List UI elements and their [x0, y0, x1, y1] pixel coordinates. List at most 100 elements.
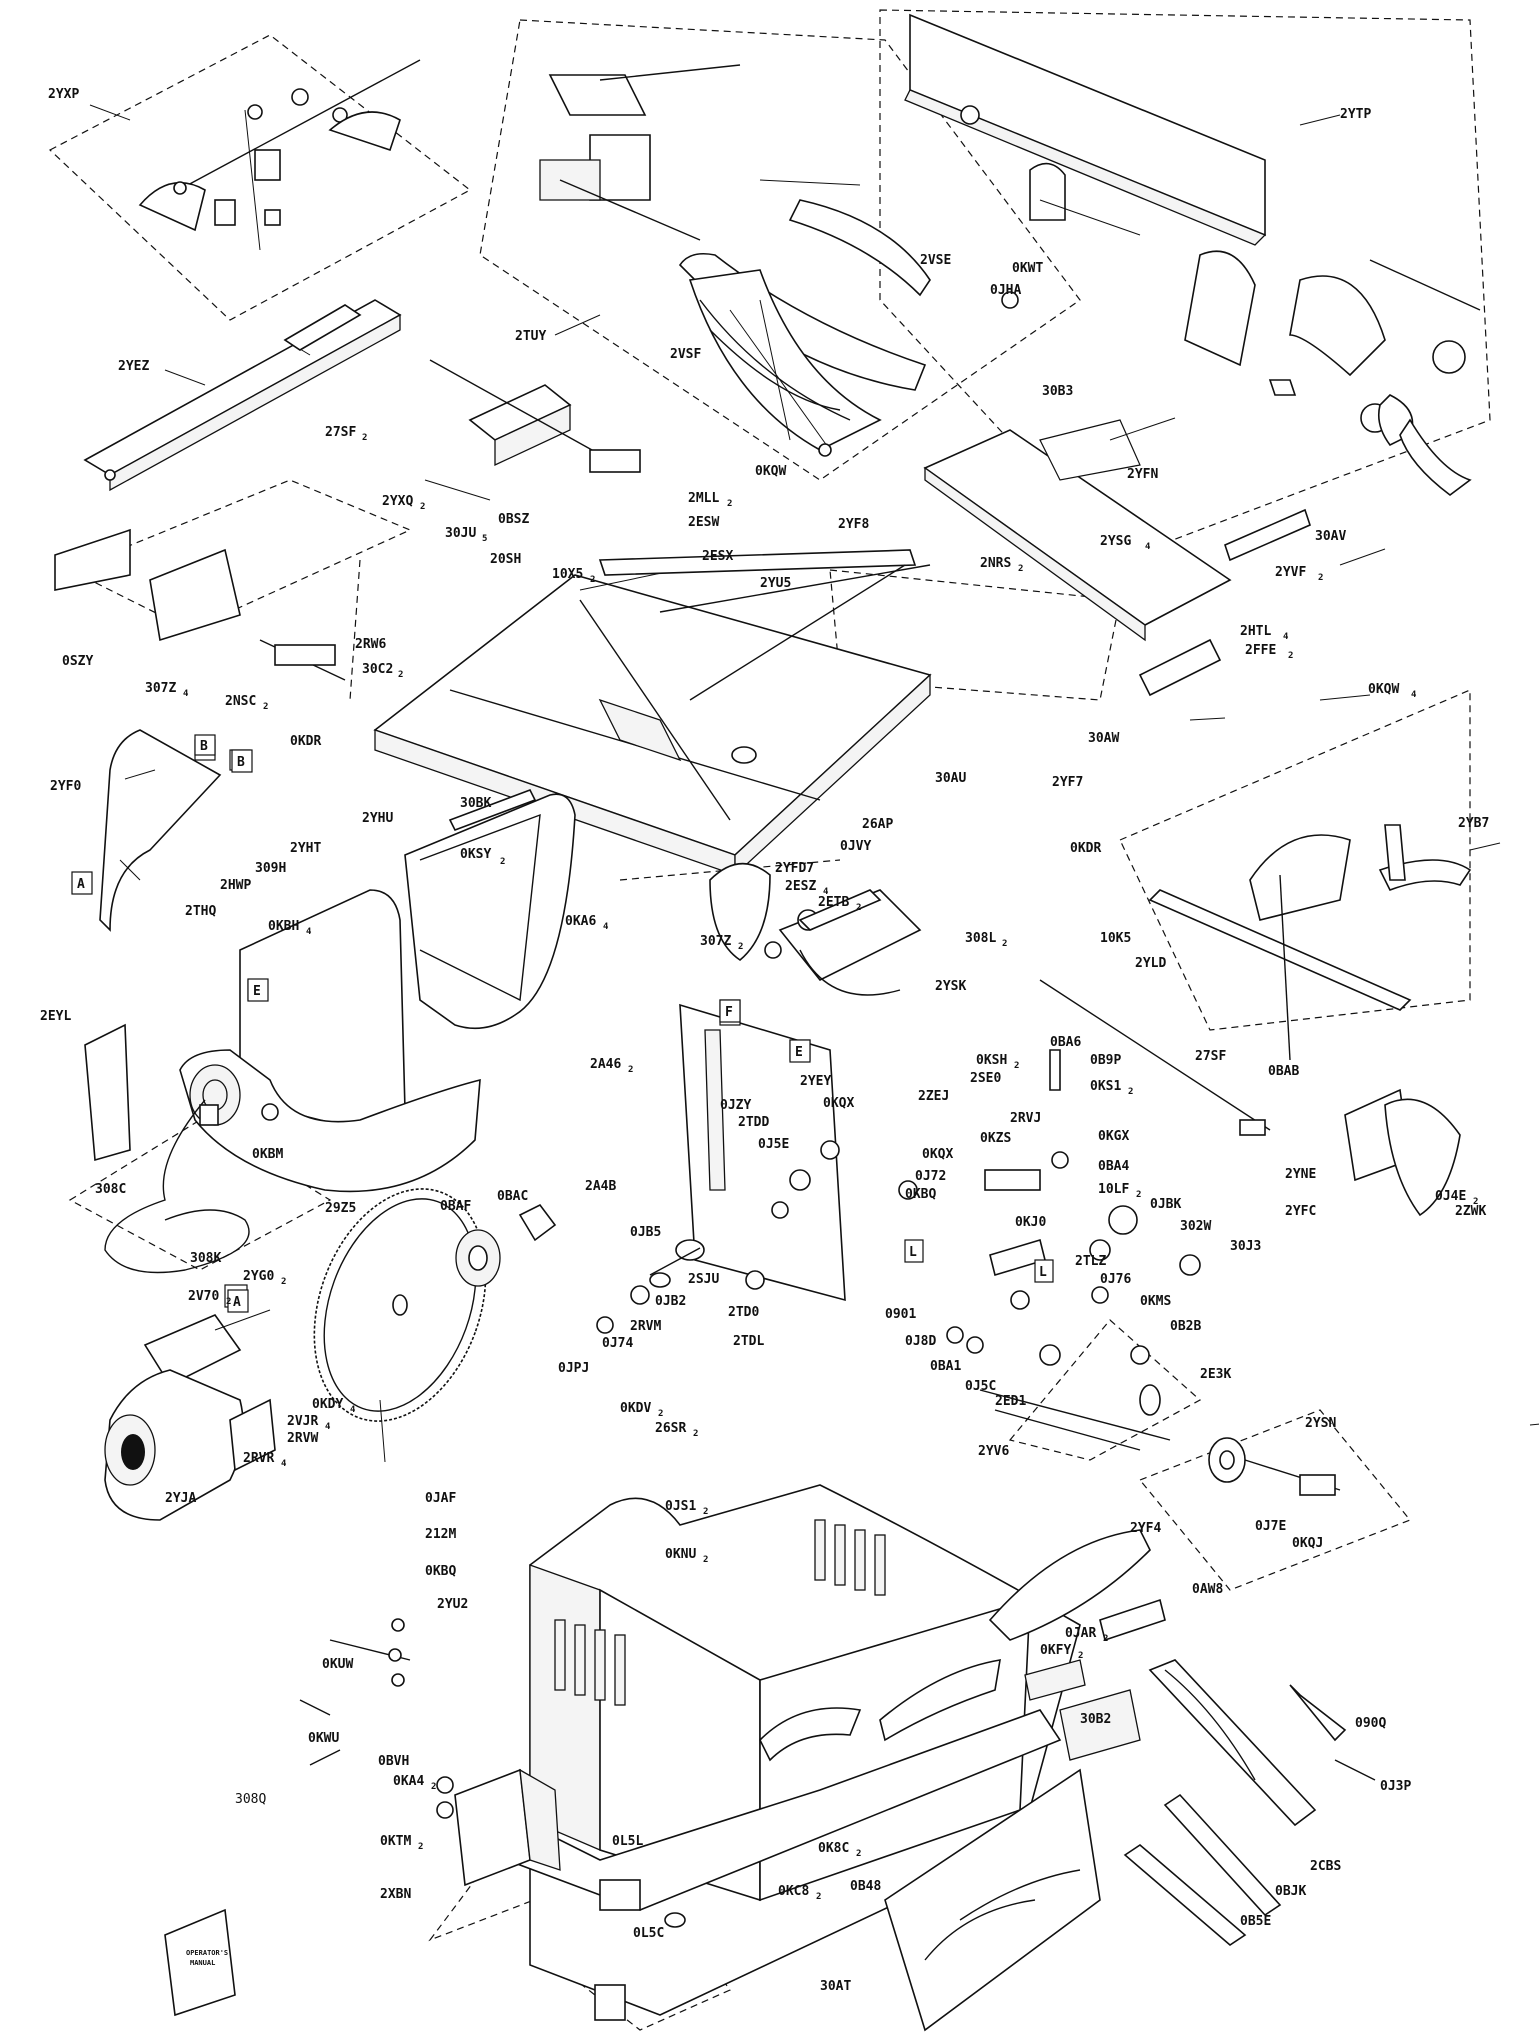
label-30b3: 30B3: [1042, 384, 1073, 399]
part-0szy-bracket: [54, 528, 346, 681]
label-0kms: 0KMS: [1140, 1294, 1171, 1309]
label-0kbh: 0KBH: [268, 919, 299, 934]
tag-b2: B: [200, 739, 208, 754]
label-30ju-sub: 5: [482, 534, 487, 544]
label-2ffe: 2FFE: [1245, 643, 1276, 658]
part-2yf0-riving-knife: [99, 729, 251, 932]
label-0jbk: 0JBK: [1150, 1197, 1181, 1212]
part-2vsf-blade-guard: [678, 199, 1019, 457]
label-2yja: 2YJA: [165, 1491, 196, 1506]
label-2esw: 2ESW: [688, 515, 719, 530]
label-2rw6: 2RW6: [355, 637, 386, 652]
label-26sr: 26SR: [655, 1421, 686, 1436]
part-2eyl-bar: [84, 1023, 131, 1162]
label-302w: 302W: [1180, 1219, 1211, 1234]
label-30bk: 30BK: [460, 796, 491, 811]
tag-e2: E: [795, 1045, 803, 1060]
label-30au: 30AU: [935, 771, 966, 786]
label-0j3p: 0J3P: [1380, 1779, 1411, 1794]
label-0kuw: 0KUW: [322, 1657, 353, 1672]
label-20sh: 20SH: [490, 552, 521, 567]
part-29z5-saw-blade: [313, 1188, 557, 1422]
label-2tdd: 2TDD: [738, 1115, 769, 1130]
label-0ktm: 0KTM: [380, 1834, 411, 1849]
label-2esx: 2ESX: [702, 549, 733, 564]
tag-l1: L: [909, 1245, 917, 1260]
label-0ba4: 0BA4: [1098, 1159, 1129, 1174]
label-308c: 308C: [95, 1182, 126, 1197]
label-2se0: 2SE0: [970, 1071, 1001, 1086]
label-10x5: 10X5: [552, 567, 583, 582]
part-30at-side-panel: [884, 1689, 1141, 2032]
part-2yja-motor: [104, 1284, 276, 1521]
label-2mll-sub: 2: [727, 499, 732, 509]
label-0kqj: 0KQJ: [1292, 1536, 1323, 1551]
label-0kbm: 0KBM: [252, 1147, 283, 1162]
label-2yv6: 2YV6: [978, 1444, 1009, 1459]
label-2yne: 2YNE: [1285, 1167, 1316, 1182]
part-2yld-rod-assembly: [1039, 979, 1461, 1217]
label-308q: 308Q: [235, 1792, 266, 1807]
manual-cover-line1: OPERATOR'S: [186, 1949, 228, 1957]
part-2yhu-blade-housing: [179, 788, 576, 1193]
label-2v70-sub: 2: [226, 1297, 231, 1307]
label-2rvr: 2RVR: [243, 1451, 274, 1466]
label-0ksh-sub: 2: [1014, 1061, 1019, 1071]
label-2tdl: 2TDL: [733, 1334, 764, 1349]
label-2tuy: 2TUY: [515, 329, 546, 344]
label-2rvw: 2RVW: [287, 1431, 318, 1446]
label-2a46-sub: 2: [628, 1065, 633, 1075]
label-2yey: 2YEY: [800, 1074, 831, 1089]
tag-l2: L: [1039, 1265, 1047, 1280]
manual-cover-line2: MANUAL: [190, 1959, 215, 1967]
label-0j4e-sub: 2: [1473, 1197, 1478, 1207]
label-2yf4: 2YF4: [1130, 1521, 1161, 1536]
label-30c2: 30C2: [362, 662, 393, 677]
label-27sf-sub: 2: [362, 433, 367, 443]
label-2v70: 2V70: [188, 1289, 219, 1304]
label-0ba6: 0BA6: [1050, 1035, 1081, 1050]
tag-a2: A: [233, 1295, 241, 1310]
label-2vjr: 2VJR: [287, 1414, 318, 1429]
label-0l5c: 0L5C: [633, 1926, 664, 1941]
label-0jar-sub: 2: [1103, 1634, 1108, 1644]
label-30b2: 30B2: [1080, 1712, 1111, 1727]
label-2htl-sub: 4: [1283, 632, 1289, 642]
label-0b5e: 0B5E: [1240, 1914, 1271, 1929]
label-2esz: 2ESZ: [785, 879, 816, 894]
label-30j3: 30J3: [1230, 1239, 1261, 1254]
label-10x5-sub: 2: [590, 575, 595, 585]
label-0kwt: 0KWT: [1012, 261, 1043, 276]
label-30av: 30AV: [1315, 529, 1346, 544]
label-2zej: 2ZEJ: [918, 1089, 949, 1104]
label-0kqx2: 0KQX: [922, 1147, 953, 1162]
label-0jpj: 0JPJ: [558, 1361, 589, 1376]
label-0kqw: 0KQW: [755, 464, 786, 479]
part-308q-manual: OPERATOR'S MANUAL: [164, 1908, 236, 2017]
tag-e1: E: [253, 984, 261, 999]
label-0j72: 0J72: [915, 1169, 946, 1184]
label-0bsz: 0BSZ: [498, 512, 529, 527]
label-0bac: 0BAC: [497, 1189, 528, 1204]
part-2yb7-miter-gauge: [1148, 824, 1472, 1061]
label-0ka4-sub: 2: [431, 1782, 436, 1792]
label-2thq: 2THQ: [185, 904, 216, 919]
label-2yg0: 2YG0: [243, 1269, 274, 1284]
label-0kdr: 0KDR: [290, 734, 321, 749]
label-0kj0: 0KJ0: [1015, 1215, 1046, 1230]
part-2yxp-assembly: [138, 59, 421, 251]
label-0ks1-sub: 2: [1128, 1087, 1133, 1097]
label-0kqx: 0KQX: [823, 1096, 854, 1111]
part-2ysn-handwheel: [1208, 1437, 1341, 1496]
label-0ks1: 0KS1: [1090, 1079, 1121, 1094]
part-2sju-arbor: [596, 1239, 765, 1334]
part-2yf8-rods: [659, 564, 931, 701]
label-0kwu: 0KWU: [308, 1731, 339, 1746]
tag-b1: B: [237, 755, 245, 770]
label-0knu: 0KNU: [665, 1547, 696, 1562]
label-0jb2: 0JB2: [655, 1294, 686, 1309]
label-30at: 30AT: [820, 1979, 851, 1994]
label-2eyl: 2EYL: [40, 1009, 71, 1024]
label-2nrs-sub: 2: [1018, 564, 1023, 574]
label-2nrs: 2NRS: [980, 556, 1011, 571]
